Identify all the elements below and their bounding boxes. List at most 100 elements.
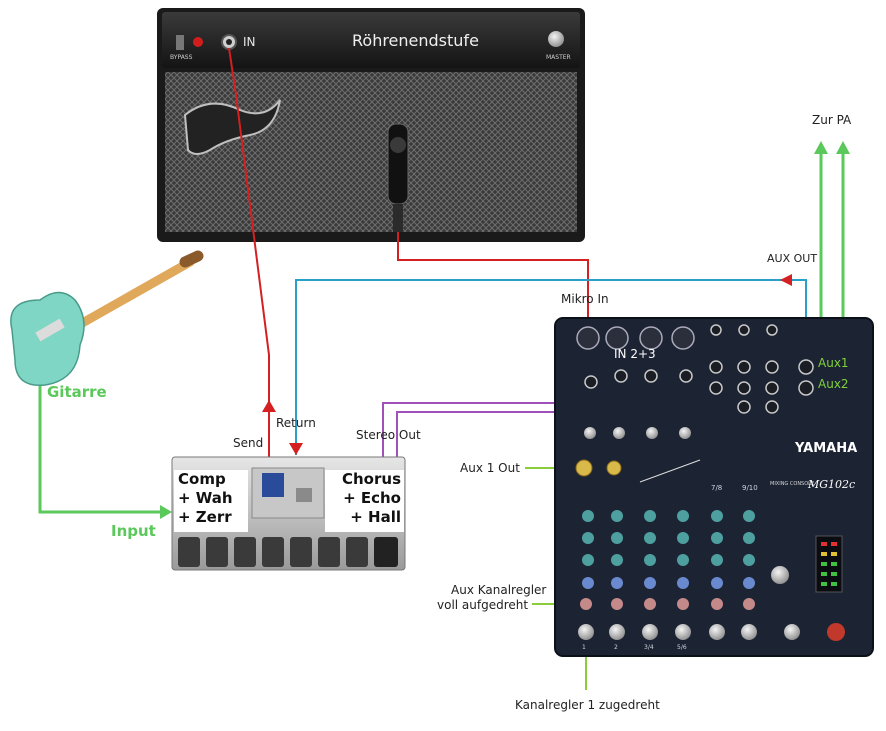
aux2-master-knob[interactable]: [606, 460, 622, 476]
fx-box-left: Comp + Wah + Zerr: [174, 470, 248, 532]
microphone-icon: [387, 123, 409, 232]
power-led-icon: [193, 37, 203, 47]
fx-left-line-3: + Zerr: [178, 508, 232, 526]
mixer: [554, 317, 874, 657]
aux-jack-1[interactable]: [798, 359, 814, 375]
gain-knob-2[interactable]: [613, 427, 625, 439]
return-arrow-icon: [289, 443, 303, 455]
expression-pedal[interactable]: [374, 537, 398, 567]
amplifier: [157, 8, 585, 242]
bypass-label: BYPASS: [170, 54, 193, 61]
aux-send-knob-1[interactable]: [580, 598, 592, 610]
aux1-out-label: Aux 1 Out: [460, 461, 520, 475]
fx-left-line-1: Comp: [178, 470, 226, 488]
master-label: MASTER: [546, 54, 571, 61]
input-label: Input: [111, 522, 156, 540]
channel-number-6: 9/10: [742, 484, 758, 492]
rca-3[interactable]: [766, 324, 778, 336]
footswitch-3[interactable]: [234, 537, 256, 567]
jack-10[interactable]: [765, 381, 779, 395]
mixer-model-sub: MIXING CONSOLE: [770, 481, 815, 487]
guitar-icon: [10, 250, 204, 387]
gitarre-label: Gitarre: [47, 383, 107, 401]
jack-7[interactable]: [765, 360, 779, 374]
jack-12[interactable]: [765, 400, 779, 414]
footswitch-2[interactable]: [206, 537, 228, 567]
gain-knob-1[interactable]: [584, 427, 596, 439]
xlr-inputs: [576, 326, 695, 350]
stereo-out-label: Stereo Out: [356, 428, 421, 442]
send-arrow-icon: [262, 400, 276, 412]
xlr-input-2[interactable]: [605, 326, 629, 350]
jack-8[interactable]: [709, 381, 723, 395]
fx-right-line-2: + Echo: [343, 489, 401, 507]
pedal-display: [262, 473, 284, 497]
zur-pa-label: Zur PA: [812, 113, 852, 127]
rca-1[interactable]: [710, 324, 722, 336]
footswitch-4[interactable]: [262, 537, 284, 567]
speaker-grill: [165, 72, 577, 232]
send-label: Send: [233, 436, 264, 450]
line-jack-1[interactable]: [584, 375, 598, 389]
xlr-input-4[interactable]: [671, 326, 695, 350]
guitar-input-cable: [38, 386, 160, 514]
xlr-input-1[interactable]: [576, 326, 600, 350]
aux-jack-2[interactable]: [798, 380, 814, 396]
channel-number-5: 7/8: [711, 484, 723, 492]
line-jack-3[interactable]: [644, 369, 658, 383]
master-knob-icon[interactable]: [548, 31, 564, 47]
mixer-model: MG102c: [808, 478, 856, 491]
channel-number-2: 2: [614, 644, 618, 651]
line-jacks: [584, 324, 814, 414]
amp-logo-icon: [183, 99, 281, 155]
line-jack-2[interactable]: [614, 369, 628, 383]
mikro-in-label: Mikro In: [561, 292, 609, 306]
aux-kanalregler-label-line1: Aux Kanalregler: [451, 583, 547, 597]
aux2-label: Aux2: [818, 377, 849, 391]
aux-out-arrow-icon: [780, 274, 792, 286]
footswitch-6[interactable]: [318, 537, 340, 567]
jack-6[interactable]: [737, 360, 751, 374]
jack-9[interactable]: [737, 381, 751, 395]
mixer-brand: YAMAHA: [795, 441, 858, 456]
level-meter: [815, 535, 843, 593]
footswitch-1[interactable]: [178, 537, 200, 567]
line-jack-4[interactable]: [679, 369, 693, 383]
amp-input-label: IN: [243, 35, 256, 49]
channel-number-1: 1: [582, 644, 586, 651]
aux-kanalregler-label-line2: voll aufgedreht: [437, 598, 529, 612]
channel-strips: [578, 510, 845, 641]
master-knob-row: [584, 427, 691, 439]
pa-arrow-right-icon: [836, 141, 850, 154]
aux1-master-knob[interactable]: [575, 459, 593, 477]
input-arrow-icon: [160, 505, 172, 519]
channel-level-knob-1[interactable]: [578, 624, 594, 640]
aux1-label: Aux1: [818, 356, 849, 370]
pa-arrow-left-icon: [814, 141, 828, 154]
footswitch-7[interactable]: [346, 537, 368, 567]
jack-5[interactable]: [709, 360, 723, 374]
gain-knob-4[interactable]: [679, 427, 691, 439]
bypass-switch[interactable]: [176, 35, 184, 50]
amp-title: Röhrenendstufe: [352, 31, 479, 50]
gain-knob-3[interactable]: [646, 427, 658, 439]
xlr-input-3[interactable]: [639, 326, 663, 350]
return-knob[interactable]: [771, 566, 789, 584]
amp-control-panel: [162, 12, 580, 68]
fx-box-right: Chorus + Echo + Hall: [325, 470, 404, 532]
fx-left-line-2: + Wah: [178, 489, 233, 507]
channel-number-4: 5/6: [677, 644, 687, 651]
channel-number-3: 3/4: [644, 644, 654, 651]
jack-11[interactable]: [737, 400, 751, 414]
aux-out-label: AUX OUT: [767, 252, 818, 265]
kanalregler-label: Kanalregler 1 zugedreht: [515, 698, 660, 712]
return-label: Return: [276, 416, 316, 430]
rca-2[interactable]: [738, 324, 750, 336]
footswitch-5[interactable]: [290, 537, 312, 567]
fx-right-line-3: + Hall: [350, 508, 401, 526]
mic-cable: [397, 232, 589, 330]
in-23-label: IN 2+3: [614, 347, 656, 361]
fx-right-line-1: Chorus: [342, 470, 401, 488]
footswitch-row: [178, 537, 398, 567]
